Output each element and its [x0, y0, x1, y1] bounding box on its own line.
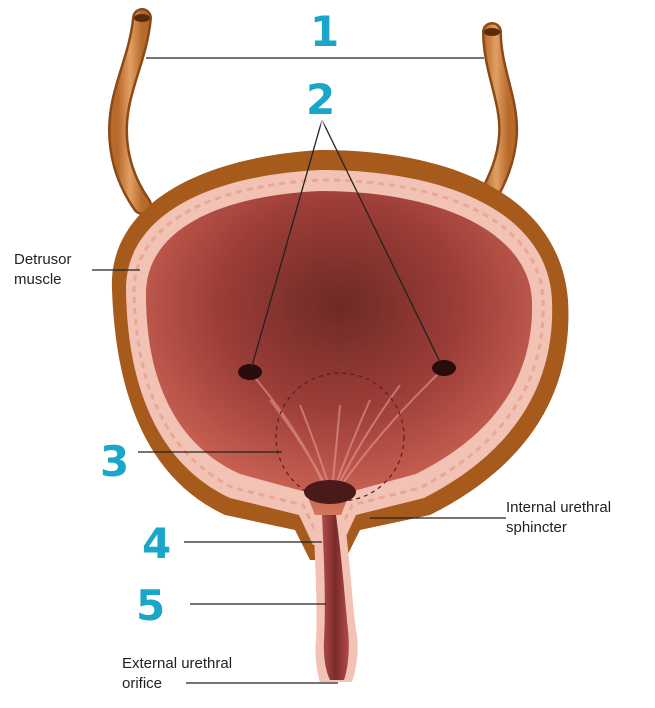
marker-5: 5	[136, 581, 166, 630]
label-external-line1: External urethral	[122, 655, 233, 672]
leader-line-2b	[321, 119, 441, 363]
label-detrusor-line1: Detrusor	[14, 251, 72, 268]
marker-4: 4	[142, 519, 172, 568]
blank-label-1	[284, 20, 352, 46]
blank-label-4	[46, 530, 172, 556]
marker-1: 1	[310, 7, 340, 56]
label-detrusor-line2: muscle	[14, 271, 62, 288]
blank-label-2	[258, 94, 408, 120]
right-ureteral-orifice	[432, 360, 456, 376]
marker-2: 2	[306, 75, 336, 124]
label-internal-line1: Internal urethral	[506, 499, 612, 516]
label-external-line2: orifice	[122, 675, 163, 692]
label-internal-urethral-sphincter: Internal urethral sphincter	[506, 498, 611, 538]
leader-lines	[92, 57, 506, 684]
blank-label-5	[46, 592, 166, 618]
leader-line-2a	[251, 119, 323, 367]
urethra-lumen	[322, 515, 349, 680]
marker-3: 3	[100, 437, 130, 486]
trigone-outline	[275, 372, 405, 502]
label-detrusor-muscle: Detrusor muscle	[14, 250, 72, 290]
blank-label-3	[36, 438, 126, 464]
muscle-fibers	[132, 178, 545, 532]
bladder-lumen	[146, 191, 533, 518]
label-external-urethral-orifice: External urethral orifice	[122, 654, 232, 694]
left-ureter	[107, 8, 152, 215]
label-internal-line2: sphincter	[506, 519, 567, 536]
bladder-neck	[304, 480, 356, 504]
left-ureteral-orifice	[238, 364, 262, 380]
right-ureter	[474, 22, 519, 215]
